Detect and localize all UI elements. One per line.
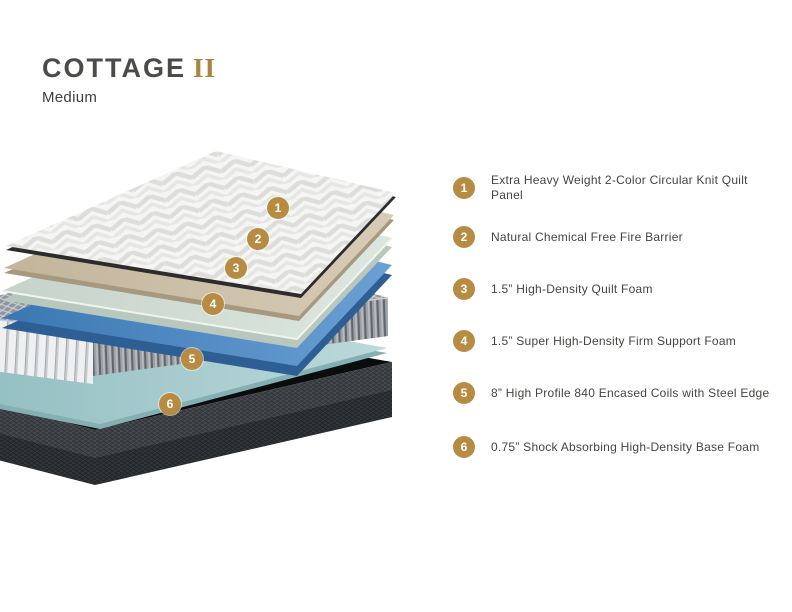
- layer-marker-5: 5: [181, 348, 203, 370]
- legend-number-badge: 1: [453, 177, 475, 199]
- product-name-suffix: II: [193, 53, 217, 83]
- mattress-exploded-illustration: [0, 151, 396, 485]
- legend-item-5: 5 8” High Profile 840 Encased Coils with…: [453, 382, 776, 404]
- legend-label: 1.5” High-Density Quilt Foam: [491, 281, 653, 296]
- legend-item-4: 4 1.5” Super High-Density Firm Support F…: [453, 330, 776, 352]
- legend-label: Extra Heavy Weight 2-Color Circular Knit…: [491, 173, 748, 202]
- layer-marker-4: 4: [202, 293, 224, 315]
- legend-label: 0.75” Shock Absorbing High-Density Base …: [491, 439, 760, 454]
- legend-item-3: 3 1.5” High-Density Quilt Foam: [453, 278, 776, 300]
- legend-item-2: 2 Natural Chemical Free Fire Barrier: [453, 226, 776, 248]
- legend-label: Natural Chemical Free Fire Barrier: [491, 229, 683, 244]
- legend-number-badge: 2: [453, 226, 475, 248]
- layer-marker-6: 6: [159, 393, 181, 415]
- comfort-level-subtitle: Medium: [42, 88, 98, 106]
- layer-quilt-panel: [6, 151, 396, 298]
- legend-item-6: 6 0.75” Shock Absorbing High-Density Bas…: [453, 436, 776, 458]
- layer-marker-1: 1: [267, 197, 289, 219]
- layer-marker-2: 2: [247, 228, 269, 250]
- legend-number-badge: 3: [453, 278, 475, 300]
- legend-number-badge: 6: [453, 436, 475, 458]
- product-name: COTTAGE: [42, 53, 186, 83]
- layer-marker-3: 3: [225, 257, 247, 279]
- legend-number-badge: 4: [453, 330, 475, 352]
- legend-label: 8” High Profile 840 Encased Coils with S…: [491, 385, 770, 400]
- legend-number-badge: 5: [453, 382, 475, 404]
- legend-item-1: 1 Extra Heavy Weight 2-Color Circular Kn…: [453, 173, 776, 203]
- legend-label: 1.5” Super High-Density Firm Support Foa…: [491, 333, 736, 348]
